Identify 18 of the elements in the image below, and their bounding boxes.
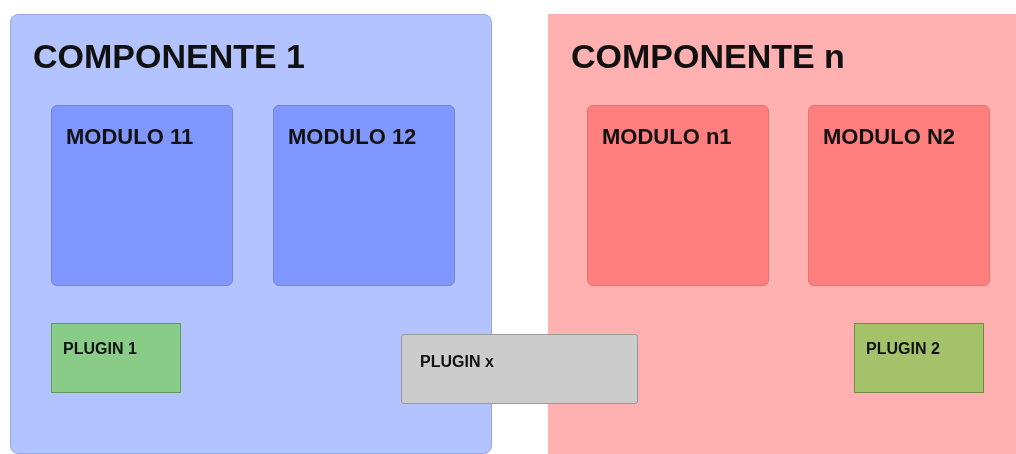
box-title: PLUGIN 1 (63, 340, 137, 358)
plugin-box (401, 334, 638, 404)
module-box (51, 105, 233, 286)
box-title: MODULO n1 (602, 124, 732, 150)
module-box (273, 105, 455, 286)
component-panel (548, 14, 1016, 454)
box-title: COMPONENTE 1 (33, 37, 306, 76)
module-box (587, 105, 769, 286)
box-title: MODULO N2 (823, 124, 955, 150)
box-title: MODULO 11 (66, 124, 194, 150)
box-title: PLUGIN x (420, 353, 494, 371)
box-title: MODULO 12 (288, 124, 417, 150)
plugin-box (51, 323, 181, 393)
plugin-box (854, 323, 984, 393)
box-title: PLUGIN 2 (866, 340, 940, 358)
module-box (808, 105, 990, 286)
box-title: COMPONENTE n (571, 37, 845, 76)
component-panel (10, 14, 492, 454)
